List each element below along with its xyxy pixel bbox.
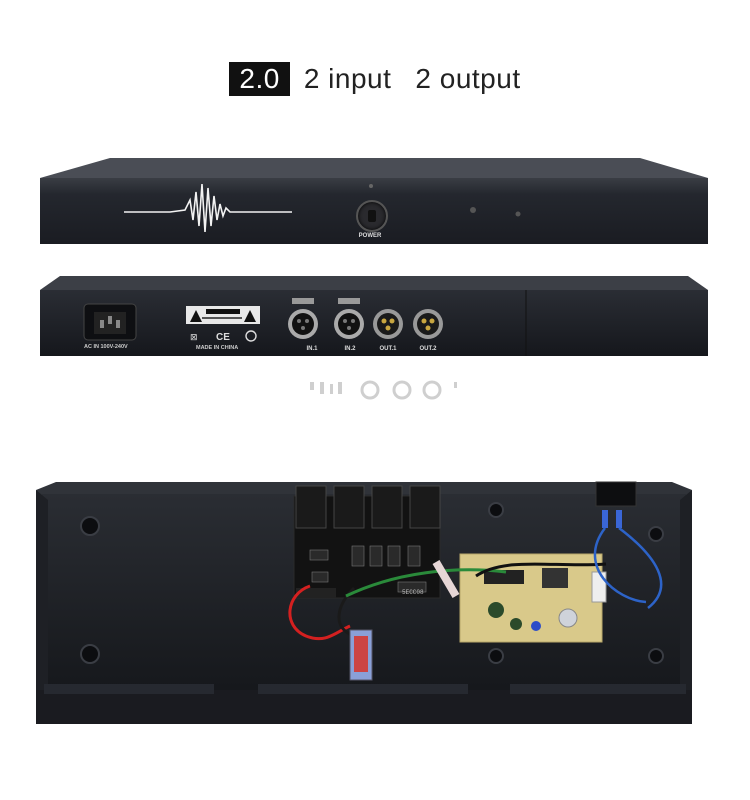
output-count: 2 output: [415, 63, 521, 94]
xlr-in-2-icon: [334, 298, 364, 339]
port-label-out-1: OUT.1: [379, 346, 397, 352]
xlr-in-1-icon: [288, 298, 318, 339]
page-title: 2.0 2 input 2 output: [0, 62, 750, 96]
power-inlet-label: AC IN 100V-240V: [84, 344, 128, 350]
channel-badge: 2.0: [229, 62, 290, 96]
waveform-logo: [124, 183, 292, 233]
power-rocker-icon: [368, 210, 376, 222]
power-button[interactable]: [356, 200, 388, 232]
ac-inlet-icon: [83, 303, 137, 341]
dsp-board: [293, 485, 441, 599]
input-count: 2 input: [303, 63, 392, 94]
xlr-out-2-icon: [413, 309, 443, 339]
chip-marking: 5ECC08: [402, 589, 424, 596]
port-label-in-2: IN.2: [344, 346, 356, 352]
port-label-in-1: IN.1: [306, 346, 318, 352]
power-supply-board: [459, 553, 607, 643]
caution-label-icon: [186, 306, 260, 324]
xlr-out-1-icon: [373, 309, 403, 339]
power-label: POWER: [358, 233, 382, 239]
svg-text:⊠: ⊠: [190, 333, 198, 343]
origin-label: MADE IN CHINA: [196, 345, 239, 351]
port-label-out-2: OUT.2: [419, 346, 437, 352]
certification-marks-icon: ⊠ CE: [190, 330, 257, 343]
svg-text:CE: CE: [216, 332, 230, 343]
back-panel: ⊠ CE: [40, 276, 708, 356]
reflection: [310, 380, 457, 400]
open-chassis: [36, 481, 692, 724]
